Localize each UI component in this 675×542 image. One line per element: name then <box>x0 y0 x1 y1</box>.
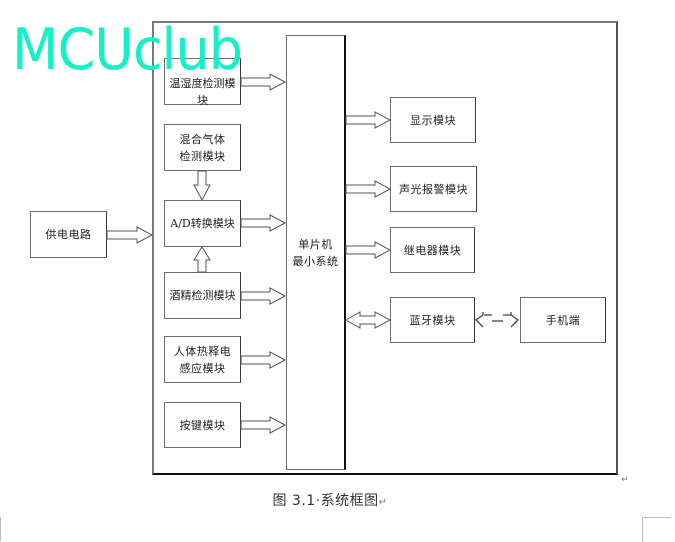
power-supply-label: 供电电路 <box>45 228 92 241</box>
alarm-label: 声光报警模块 <box>399 182 468 196</box>
mcuclub-watermark: MCUclub <box>12 16 243 83</box>
bluetooth-module-box: 蓝牙模块 <box>390 297 475 343</box>
figure-caption: 图 3.1·系统框图↵ <box>225 490 435 510</box>
relay-module-box: 继电器模块 <box>390 227 475 273</box>
page-corner-mark-right <box>642 517 671 542</box>
relay-label: 继电器模块 <box>403 243 462 257</box>
paragraph-mark: ↵ <box>621 475 629 485</box>
phone-box: 手机端 <box>520 297 606 343</box>
figure-caption-text: 图 3.1·系统框图 <box>272 493 379 509</box>
alarm-module-box: 声光报警模块 <box>390 166 477 212</box>
mixed-gas-label-line2: 检测模块 <box>179 149 226 163</box>
ad-converter-module-box: A/D转换模块 <box>164 200 241 247</box>
ad-converter-label: A/D转换模块 <box>170 217 235 230</box>
alcohol-module-box: 酒精检测模块 <box>164 272 241 319</box>
pir-sensor-label-line2: 感应模块 <box>179 361 226 375</box>
display-module-box: 显示模块 <box>390 97 476 143</box>
system-frame <box>152 21 618 475</box>
mixed-gas-label-line1: 混合气体 <box>179 132 226 146</box>
mcu-label-line2: 最小系统 <box>292 254 339 268</box>
mixed-gas-module-box: 混合气体 检测模块 <box>164 124 241 171</box>
keys-module-box: 按键模块 <box>164 402 241 448</box>
display-label: 显示模块 <box>410 113 456 127</box>
pir-sensor-label-line1: 人体热释电 <box>173 344 232 358</box>
temp-humidity-label: 温湿度检测模块 <box>169 77 236 107</box>
mcu-minimum-system-box: 单片机 最小系统 <box>286 35 346 470</box>
page-corner-mark-left <box>0 517 2 541</box>
power-supply-box: 供电电路 <box>30 211 107 258</box>
phone-label: 手机端 <box>545 313 581 327</box>
pir-sensor-module-box: 人体热释电 感应模块 <box>164 336 241 383</box>
keys-label: 按键模块 <box>179 418 226 432</box>
temp-humidity-module-box: 温湿度检测模块 <box>164 58 241 107</box>
arrow-power-to-frame <box>106 226 154 244</box>
caption-paragraph-mark: ↵ <box>378 497 388 508</box>
mcu-label-line1: 单片机 <box>298 237 333 251</box>
bluetooth-label: 蓝牙模块 <box>409 313 456 327</box>
alcohol-label: 酒精检测模块 <box>169 289 236 302</box>
